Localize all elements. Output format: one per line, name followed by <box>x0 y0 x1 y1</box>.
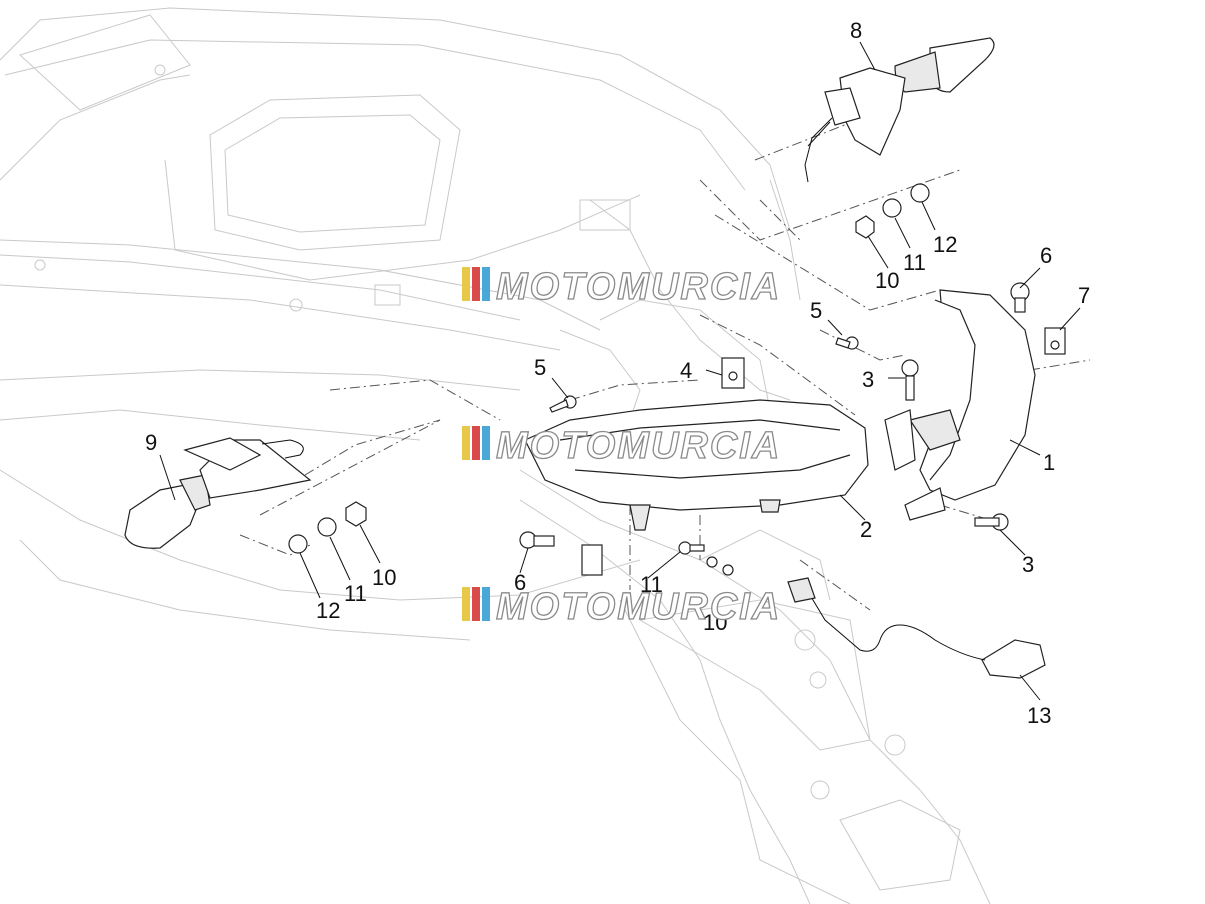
callout-5-left: 5 <box>534 355 546 380</box>
scooter-body-outline <box>0 7 991 904</box>
watermark-top: MOTOMURCIA <box>462 265 781 309</box>
callout-12-right: 12 <box>933 232 957 257</box>
callout-7: 7 <box>1078 283 1090 308</box>
watermark-stripe <box>462 587 470 621</box>
callout-1: 1 <box>1043 450 1055 475</box>
screw-icon <box>901 359 919 401</box>
turn-indicator-left <box>124 437 312 549</box>
clip-nut-icon <box>1044 327 1066 355</box>
bolt-icon <box>1010 282 1030 313</box>
callout-10-lower: 10 <box>703 610 727 635</box>
tail-lamp-housing <box>884 289 1036 521</box>
callout-labels: 1 2 3 3 4 5 5 6 6 7 8 9 10 10 10 11 11 1… <box>145 18 1090 728</box>
nut-icon <box>345 501 367 527</box>
callout-6-upper: 6 <box>1040 243 1052 268</box>
callout-13: 13 <box>1027 703 1051 728</box>
watermark-stripe <box>472 426 480 460</box>
watermark-text: MOTOMURCIA <box>496 425 781 467</box>
watermark-stripe <box>482 426 490 460</box>
callout-9: 9 <box>145 430 157 455</box>
washer-icon <box>288 534 308 554</box>
callout-2: 2 <box>860 517 872 542</box>
screw-icon <box>678 541 705 555</box>
lock-washer-icon <box>317 517 337 537</box>
callout-3-upper: 3 <box>862 367 874 392</box>
watermark-stripe <box>472 267 480 301</box>
watermark-middle: MOTOMURCIA <box>462 424 781 468</box>
washer-icon <box>722 564 734 576</box>
washer-icon <box>706 556 718 568</box>
screw-icon <box>974 513 1009 531</box>
turn-indicator-right <box>804 37 995 183</box>
callout-11-right: 11 <box>903 250 926 275</box>
callout-4: 4 <box>680 358 692 383</box>
lock-washer-icon <box>882 198 902 218</box>
washer-icon <box>910 183 930 203</box>
callout-10-left: 10 <box>372 565 396 590</box>
bolt-icon <box>519 531 555 549</box>
watermark-text: MOTOMURCIA <box>496 586 781 628</box>
watermark-stripe <box>482 267 490 301</box>
callout-8: 8 <box>850 18 862 43</box>
fasteners <box>288 183 1066 576</box>
callout-6-lower: 6 <box>514 570 526 595</box>
tail-lamp-lens <box>524 399 869 531</box>
callout-leaders <box>159 41 1081 701</box>
callout-12-left: 12 <box>316 598 340 623</box>
nut-icon <box>855 215 875 239</box>
license-plate-light <box>787 577 1046 679</box>
callout-11-lower: 11 <box>640 572 663 597</box>
watermark-stripe <box>462 267 470 301</box>
callout-11-left: 11 <box>344 581 367 606</box>
clip-nut-icon <box>581 544 603 576</box>
callout-3-lower: 3 <box>1022 552 1034 577</box>
watermark-stripe <box>472 587 480 621</box>
callout-10-right: 10 <box>875 268 899 293</box>
watermark-stripe <box>482 587 490 621</box>
watermark-bottom: MOTOMURCIA <box>462 585 781 629</box>
screw-icon <box>835 336 859 350</box>
watermark-stripe <box>462 426 470 460</box>
callout-5-upper: 5 <box>810 298 822 323</box>
watermark-text: MOTOMURCIA <box>496 266 781 308</box>
screw-icon <box>549 395 577 413</box>
clip-nut-icon <box>721 357 745 389</box>
